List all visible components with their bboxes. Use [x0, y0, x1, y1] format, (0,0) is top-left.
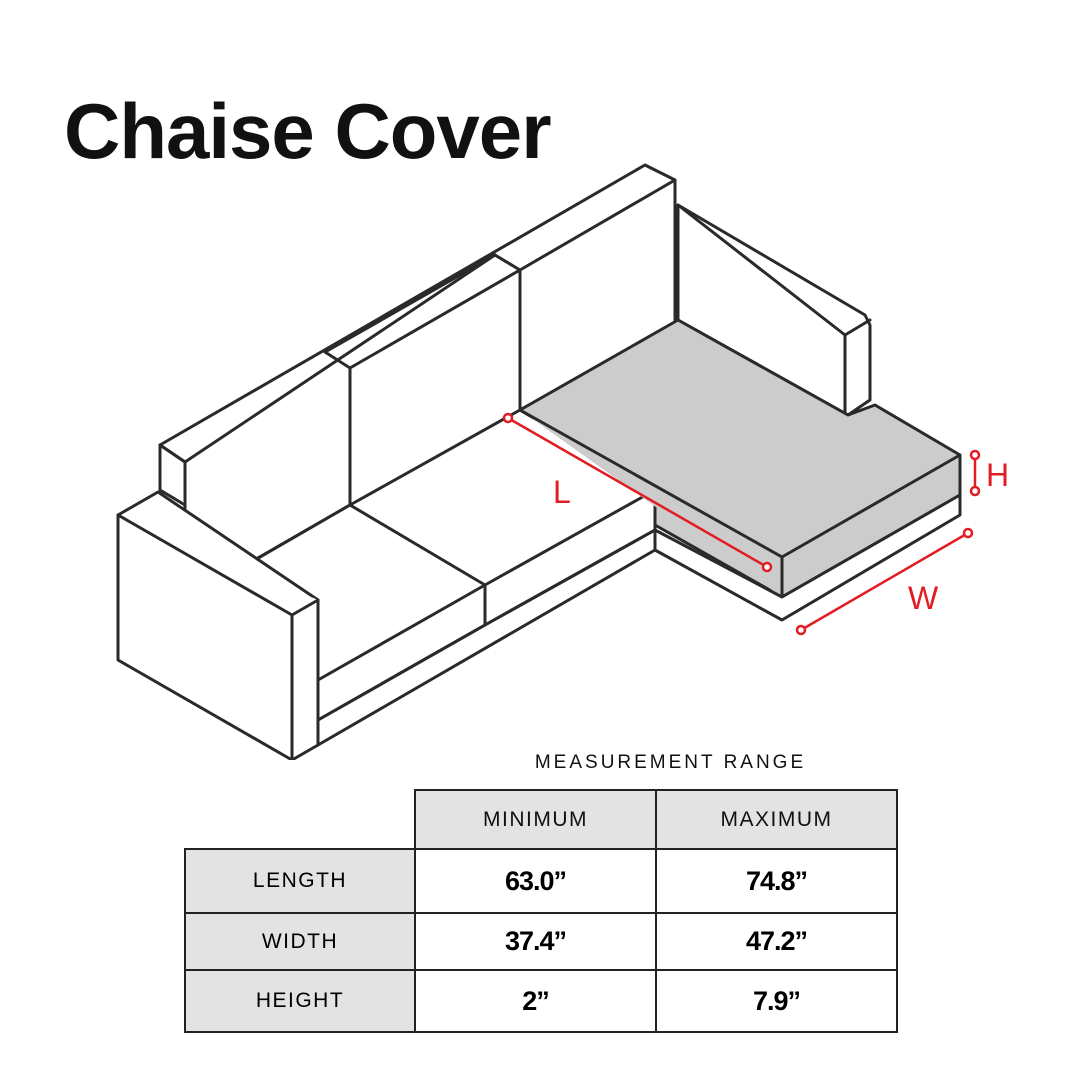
measurement-table: MINIMUM MAXIMUM LENGTH 63.0” 74.8” WIDTH…: [184, 789, 898, 1033]
dimension-lines: [502, 412, 981, 636]
column-header-maximum: MAXIMUM: [655, 789, 898, 850]
seat-cushions: [253, 408, 657, 722]
left-armrest: [116, 490, 320, 760]
sofa-base-rail: [316, 528, 657, 747]
row-label-height: HEIGHT: [184, 969, 416, 1033]
height-max: 7.9”: [655, 969, 898, 1033]
sofa-diagram: [116, 163, 981, 760]
column-header-minimum: MINIMUM: [414, 789, 657, 850]
row-label-width: WIDTH: [184, 912, 416, 971]
width-min: 37.4”: [414, 912, 657, 971]
length-dimension-line: [506, 416, 769, 569]
width-max: 47.2”: [655, 912, 898, 971]
width-dimension-line: [799, 531, 970, 632]
measurement-range-caption: MEASUREMENT RANGE: [534, 752, 807, 773]
table-row: HEIGHT 2” 7.9”: [184, 969, 898, 1033]
width-label: W: [908, 580, 939, 616]
length-max: 74.8”: [655, 848, 898, 914]
row-label-length: LENGTH: [184, 848, 416, 914]
height-min: 2”: [414, 969, 657, 1033]
page-title: Chaise Cover: [64, 87, 552, 175]
table-row: WIDTH 37.4” 47.2”: [184, 912, 898, 971]
height-label: H: [986, 457, 1010, 493]
length-min: 63.0”: [414, 848, 657, 914]
chaise-cushion-highlight: [518, 318, 962, 599]
length-label: L: [553, 474, 571, 510]
table-row: LENGTH 63.0” 74.8”: [184, 848, 898, 914]
